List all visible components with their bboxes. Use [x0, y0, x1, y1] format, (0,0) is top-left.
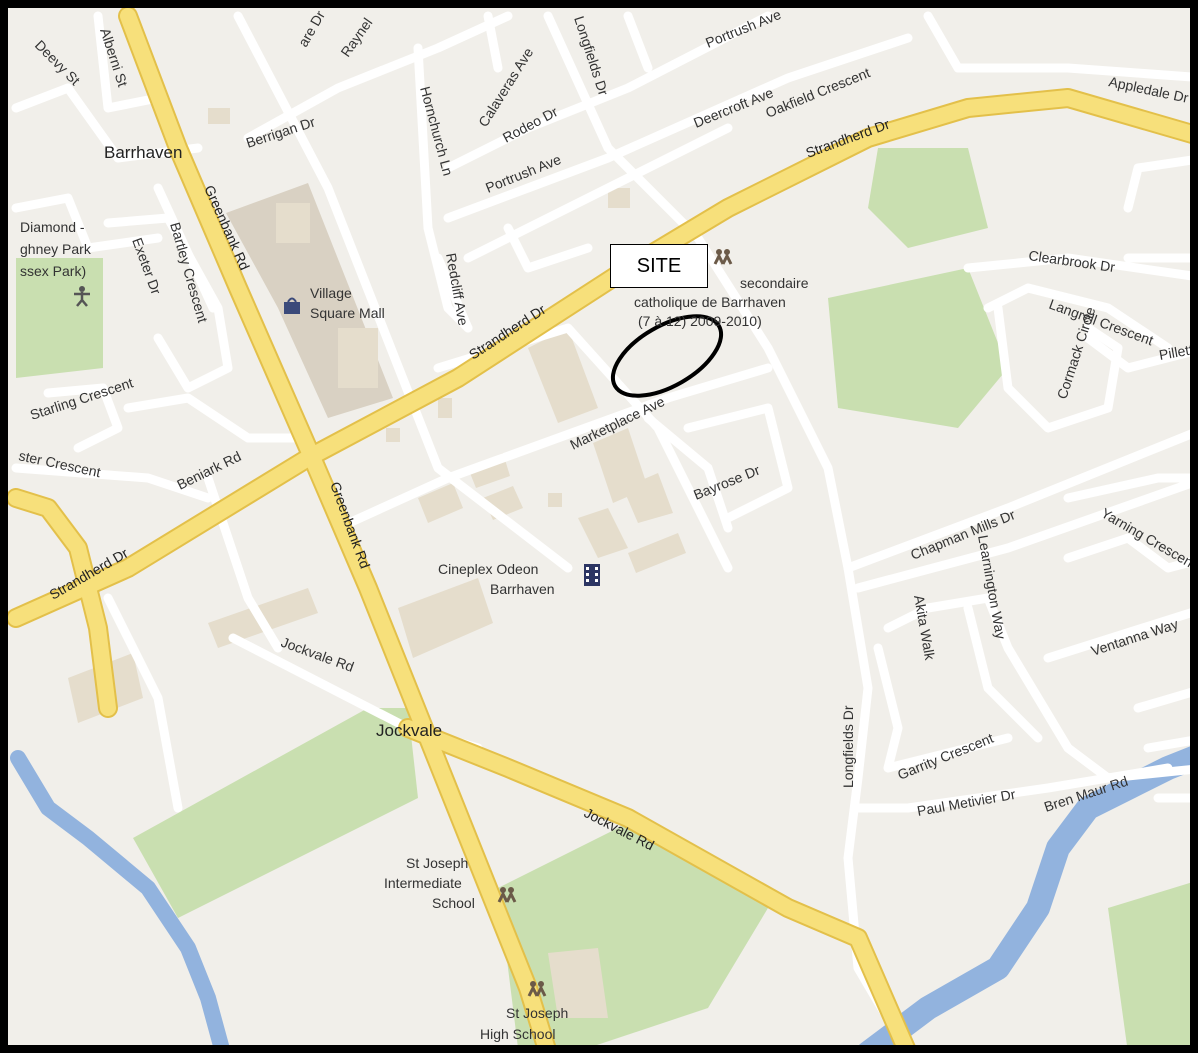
site-ellipse[interactable]	[600, 300, 734, 412]
road-labels-minor: Longfields Dr Longfields Dr Marketplace …	[17, 8, 1195, 819]
road-label-rodeo: Rodeo Dr	[500, 103, 561, 145]
fitness-icon	[74, 286, 90, 307]
building-block	[208, 108, 230, 124]
park-jockvale	[133, 708, 418, 918]
road-label-bartley: Bartley Crescent	[167, 220, 211, 324]
film-icon	[584, 564, 600, 586]
road-label-portrush-north: Portrush Ave	[703, 8, 783, 51]
map-canvas[interactable]: Barrhaven Jockvale Strandherd Dr Strandh…	[8, 8, 1198, 1053]
building-block	[398, 578, 493, 658]
poi-icons	[74, 249, 733, 997]
greenbank-road	[120, 8, 554, 1045]
park-east-top	[868, 148, 988, 248]
river-west	[10, 750, 230, 1045]
poi-diamond-park-line2: ghney Park	[20, 241, 92, 257]
strandherd-road	[8, 90, 1190, 626]
building-block	[338, 328, 378, 388]
poi-school-top-line1: secondaire	[740, 275, 809, 291]
place-label-jockvale: Jockvale	[376, 721, 442, 740]
road-label-paul-metivier: Paul Metivier Dr	[916, 786, 1017, 819]
building-block	[418, 483, 463, 523]
poi-school-top-line2: catholique de Barrhaven	[634, 294, 786, 310]
school-icon	[497, 887, 517, 903]
major-roads	[8, 8, 1190, 1045]
poi-diamond-park-line3: ssex Park)	[20, 263, 86, 279]
building-block	[528, 328, 598, 423]
building-block	[628, 533, 686, 573]
road-label-deevy: Deevy St	[32, 37, 84, 89]
road-label-are-dr: are Dr	[295, 8, 328, 50]
building-block	[386, 428, 400, 442]
building-block	[608, 188, 630, 208]
poi-village-square-mall-line1: Village	[310, 285, 352, 301]
minor-roads	[11, 11, 1190, 1045]
poi-school-top-line3: (7 à 12) 2009-2010)	[638, 313, 762, 329]
building-block	[578, 508, 628, 558]
building-block	[623, 473, 673, 523]
place-label-barrhaven: Barrhaven	[104, 143, 182, 162]
building-block	[548, 948, 608, 1018]
road-label-exeter: Exeter Dr	[129, 236, 164, 297]
poi-cineplex-line2: Barrhaven	[490, 581, 555, 597]
poi-diamond-park-line1: Diamond -	[20, 219, 85, 235]
jockvale-road	[400, 720, 914, 1045]
park-east-bottom	[1108, 882, 1190, 1045]
road-label-pillette: Pillett	[1158, 341, 1195, 363]
west-curve-road	[8, 490, 116, 716]
road-label-starling: Starling Crescent	[28, 374, 135, 422]
road-label-raynel: Raynel	[337, 15, 375, 60]
parks	[16, 148, 1190, 1045]
poi-cineplex-line1: Cineplex Odeon	[438, 561, 538, 577]
poi-village-square-mall-line2: Square Mall	[310, 305, 385, 321]
park-school-field	[828, 268, 1008, 428]
poi-labels: Village Square Mall Diamond - ghney Park…	[20, 219, 809, 1042]
building-block	[276, 203, 310, 243]
school-icon	[527, 981, 547, 997]
road-label-clearbrook: Clearbrook Dr	[1028, 247, 1117, 275]
building-block	[438, 398, 452, 418]
poi-st-joseph-high-line2: High School	[480, 1026, 556, 1042]
poi-st-joseph-high-line1: St Joseph	[506, 1005, 568, 1021]
place-labels: Barrhaven Jockvale	[104, 143, 442, 740]
poi-st-joseph-intermediate-line3: School	[432, 895, 475, 911]
building-block	[548, 493, 562, 507]
school-icon	[713, 249, 733, 265]
poi-st-joseph-intermediate-line2: Intermediate	[384, 875, 462, 891]
site-label: SITE	[610, 244, 708, 288]
shopping-bag-icon	[284, 297, 300, 314]
road-label-longfields-south: Longfields Dr	[840, 705, 856, 788]
road-label-garrity: Garrity Crescent	[895, 730, 996, 783]
poi-st-joseph-intermediate-line1: St Joseph	[406, 855, 468, 871]
